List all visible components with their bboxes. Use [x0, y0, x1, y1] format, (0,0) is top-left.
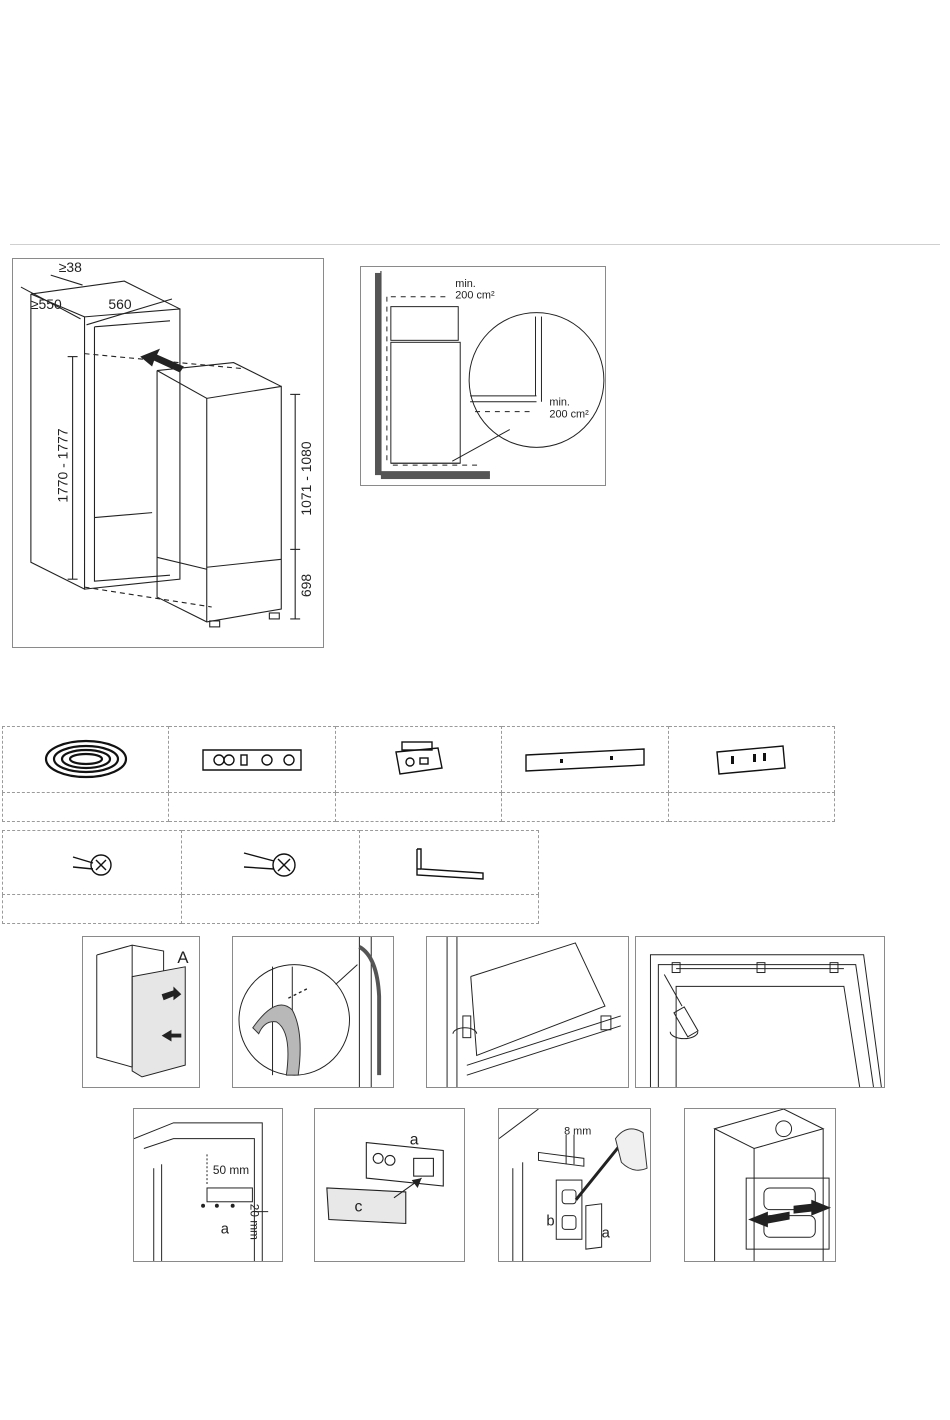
top-vent-label: min. — [455, 278, 476, 290]
bottom-vent-area: 200 cm² — [549, 409, 589, 421]
part-cell — [181, 831, 360, 895]
angle-bracket-icon — [409, 843, 489, 883]
step-6-figure: a c — [314, 1108, 465, 1262]
part-label — [360, 895, 539, 924]
step-5-figure: 50 mm a 20 mm — [133, 1108, 283, 1262]
installation-dimensions-diagram: ≥550 ≥38 560 1770 - 1777 1071 - 1080 698 — [12, 258, 324, 648]
cover-strip-icon — [520, 745, 650, 775]
part-cell — [3, 831, 182, 895]
dim-gap: ≥38 — [59, 259, 82, 275]
step6-part-a: a — [410, 1132, 419, 1149]
parts-table-2 — [2, 830, 539, 924]
part-label — [169, 793, 335, 822]
long-screw-icon — [240, 843, 300, 883]
step-2-figure — [232, 936, 394, 1088]
dim-niche-height: 1770 - 1777 — [55, 428, 71, 502]
part-label — [668, 793, 834, 822]
sealing-strip-roll-icon — [41, 735, 131, 785]
dim-upper-door: 1071 - 1080 — [298, 441, 314, 515]
section-divider — [10, 244, 940, 245]
part-label — [502, 793, 668, 822]
part-label — [3, 793, 169, 822]
part-cell — [3, 727, 169, 793]
bottom-vent-label: min. — [549, 397, 570, 409]
door-slider-bracket-icon — [388, 738, 448, 782]
part-cell — [502, 727, 668, 793]
short-screw-icon — [67, 845, 117, 881]
top-vent-area: 200 cm² — [455, 290, 495, 302]
mounting-plate-icon — [711, 742, 791, 778]
niche-and-appliance-drawing: ≥550 ≥38 560 1770 - 1777 1071 - 1080 698 — [13, 259, 323, 647]
step-3-figure — [426, 936, 629, 1088]
part-cell — [169, 727, 335, 793]
step6-part-c: c — [354, 1199, 362, 1216]
step-1-figure: A — [82, 936, 200, 1088]
ventilation-diagram: min. 200 cm² min. 200 cm² — [360, 266, 606, 486]
step7-part-b: b — [546, 1213, 554, 1229]
part-cell — [335, 727, 501, 793]
ventilation-drawing: min. 200 cm² min. 200 cm² — [361, 267, 605, 485]
step1-label: A — [177, 948, 189, 967]
part-label — [3, 895, 182, 924]
step7-part-a: a — [602, 1225, 611, 1241]
part-label — [181, 895, 360, 924]
step5-edge: 20 mm — [247, 1204, 261, 1240]
dim-lower-door: 698 — [298, 574, 314, 597]
part-label — [335, 793, 501, 822]
step-4-figure — [635, 936, 885, 1088]
dim-width: 560 — [108, 296, 131, 312]
part-cell — [668, 727, 834, 793]
dim-depth: ≥550 — [31, 296, 62, 312]
hinge-rail-icon — [197, 740, 307, 780]
parts-table-1 — [2, 726, 835, 822]
step5-part: a — [221, 1221, 230, 1237]
part-cell — [360, 831, 539, 895]
step-8-figure — [684, 1108, 836, 1262]
step-7-figure: 8 mm b a — [498, 1108, 651, 1262]
step5-distance: 50 mm — [213, 1163, 249, 1177]
step7-distance: 8 mm — [564, 1126, 591, 1138]
